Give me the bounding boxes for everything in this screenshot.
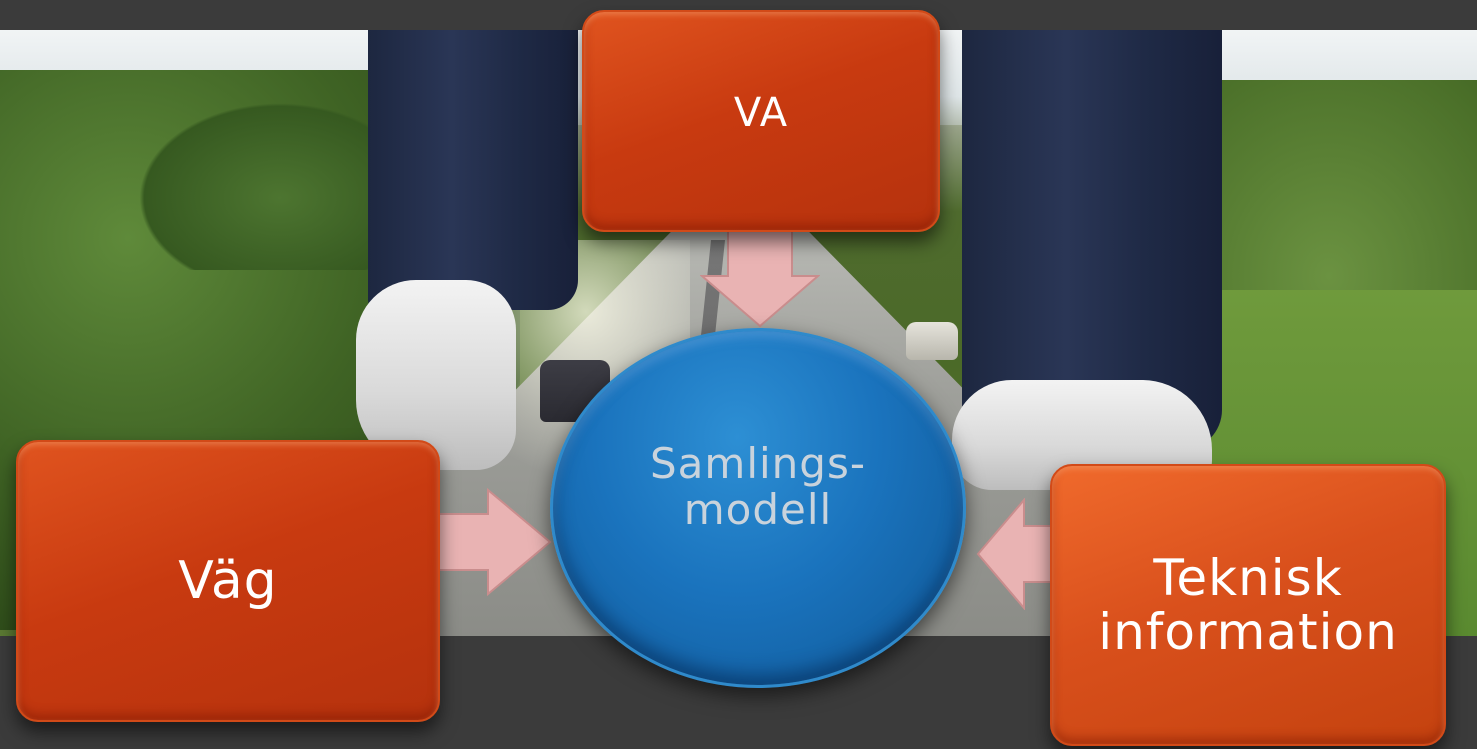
box-va: VA: [582, 10, 940, 232]
hub-label: Samlings- modell: [650, 439, 866, 535]
sneaker-left: [356, 280, 516, 470]
arrow-down-icon: [700, 228, 820, 328]
box-vag-label: Väg: [178, 551, 278, 611]
jeans-leg-left: [368, 30, 578, 310]
box-teknisk-information-label: Teknisk information: [1098, 549, 1398, 661]
box-teknisk-information: Teknisk information: [1050, 464, 1446, 746]
arrow-right-icon: [432, 488, 552, 596]
box-vag: Väg: [16, 440, 440, 722]
car-white: [906, 322, 958, 360]
arrow-left-icon: [976, 498, 1060, 610]
box-va-label: VA: [733, 90, 789, 136]
hub-circle: Samlings- modell: [550, 328, 966, 688]
